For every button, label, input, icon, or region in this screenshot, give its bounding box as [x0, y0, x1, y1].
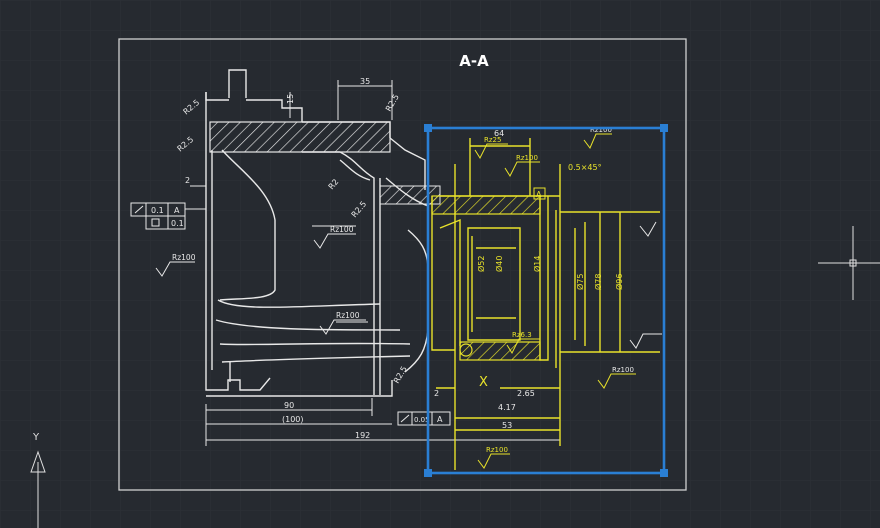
rz-white-3: Rz100 [336, 311, 360, 320]
selection-box[interactable] [426, 126, 666, 475]
rz-yellow-6: Rz100 [486, 446, 508, 454]
dim-chamfer: 0.5×45° [568, 163, 602, 172]
ucs-y-axis-icon [30, 450, 46, 528]
hatch-neck [379, 185, 441, 205]
svg-text:0.05: 0.05 [414, 416, 430, 424]
ucs-y-label: Y [32, 432, 40, 443]
crosshair-cursor-icon [818, 226, 880, 300]
dim-d52: Ø52 [476, 256, 486, 272]
dim-d96: Ø96 [614, 274, 624, 290]
dim-53: 53 [502, 421, 512, 430]
selection-grips[interactable] [424, 124, 668, 477]
dim-100: (100) [282, 415, 304, 424]
detail-label-x: X [479, 375, 488, 390]
dim-2: 2 [185, 176, 190, 185]
dim-d75: Ø75 [575, 274, 585, 290]
dim-d40: Ø40 [494, 256, 504, 272]
rz-yellow-2: Rz25 [484, 136, 501, 144]
svg-text:0.1: 0.1 [171, 219, 184, 228]
rz-yellow-3: Rz100 [516, 154, 538, 162]
dim-d14: Ø14 [532, 256, 542, 272]
datum-a-box [533, 187, 546, 200]
roughness-yellow [474, 133, 636, 469]
section-title: A-A [459, 52, 489, 70]
dim-192: 192 [355, 431, 370, 440]
svg-text:A: A [437, 415, 443, 424]
hatch-flange [209, 121, 391, 153]
dim-35: 35 [360, 77, 370, 86]
dim-90: 90 [284, 401, 294, 410]
dim-2-y: 2 [434, 389, 439, 398]
roughness-white [155, 233, 366, 335]
svg-text:A: A [174, 206, 180, 215]
rz-white-2: Rz100 [330, 225, 354, 234]
dim-64: 64 [494, 129, 504, 138]
dim-15: 15 [286, 94, 295, 104]
roughness-right [629, 221, 662, 349]
datum-label-a: A [536, 190, 542, 199]
dim-417: 4.17 [498, 403, 516, 412]
dim-d78: Ø78 [593, 274, 603, 290]
svg-text:0.1: 0.1 [151, 206, 164, 215]
hatch-yellow-top [431, 195, 541, 215]
tolerance-frame-3[interactable]: 0.05 A [397, 411, 451, 426]
rz-yellow-1: Rz100 [590, 126, 612, 134]
rz-yellow-4: Rz6.3 [512, 331, 532, 339]
tolerance-frame-2[interactable]: 0.1 [145, 215, 186, 230]
detail-circle-x [459, 343, 473, 357]
dim-265: 2.65 [517, 389, 535, 398]
rz-white-1: Rz100 [172, 253, 196, 262]
rz-yellow-5: Rz100 [612, 366, 634, 374]
drawing-frame[interactable] [118, 38, 687, 491]
